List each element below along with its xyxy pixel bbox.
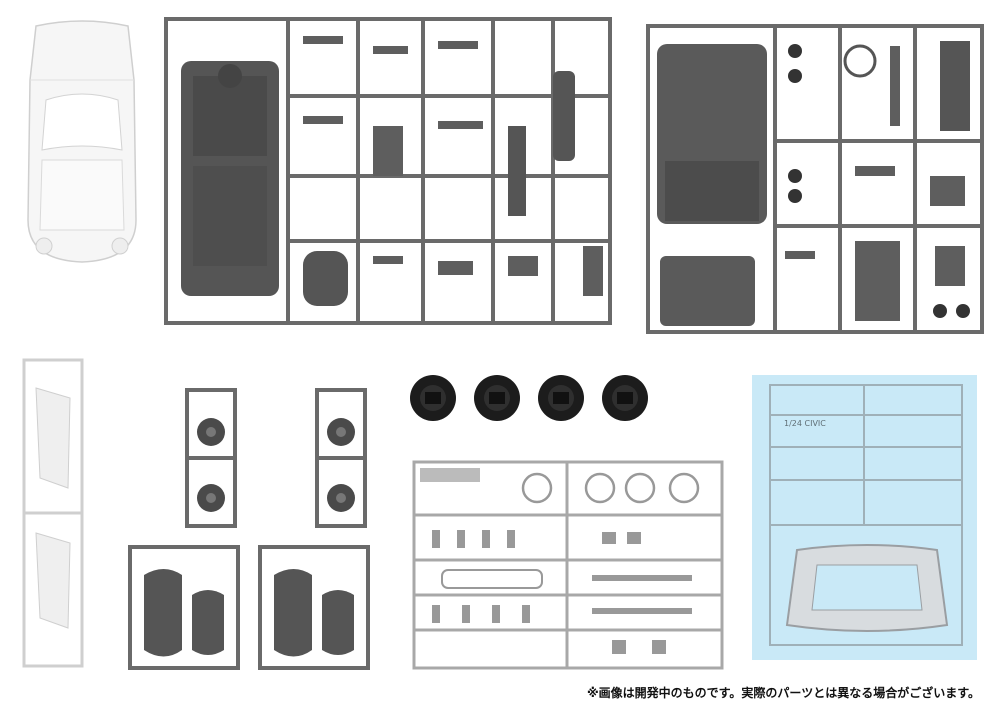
wheel-sprue-b bbox=[315, 388, 367, 528]
white-body-shell bbox=[27, 20, 137, 263]
clear-sprue-panel: 1/24 CIVIC bbox=[752, 375, 977, 660]
seat-sprue-b bbox=[258, 545, 370, 670]
tire-1 bbox=[410, 375, 456, 421]
seat-sprue-a bbox=[128, 545, 240, 670]
tire-4 bbox=[602, 375, 648, 421]
chassis-sprue bbox=[164, 17, 612, 325]
clear-sprue-tag: 1/24 CIVIC bbox=[784, 419, 826, 428]
chrome-sprue bbox=[412, 460, 724, 670]
clear-sprue bbox=[769, 384, 963, 646]
tire-3 bbox=[538, 375, 584, 421]
wheel-sprue-a bbox=[185, 388, 237, 528]
tire-2 bbox=[474, 375, 520, 421]
white-small-parts-sprue bbox=[22, 358, 84, 668]
disclaimer-text: ※画像は開発中のものです。実際のパーツとは異なる場合がございます。 bbox=[586, 686, 980, 700]
interior-sprue bbox=[646, 24, 984, 334]
